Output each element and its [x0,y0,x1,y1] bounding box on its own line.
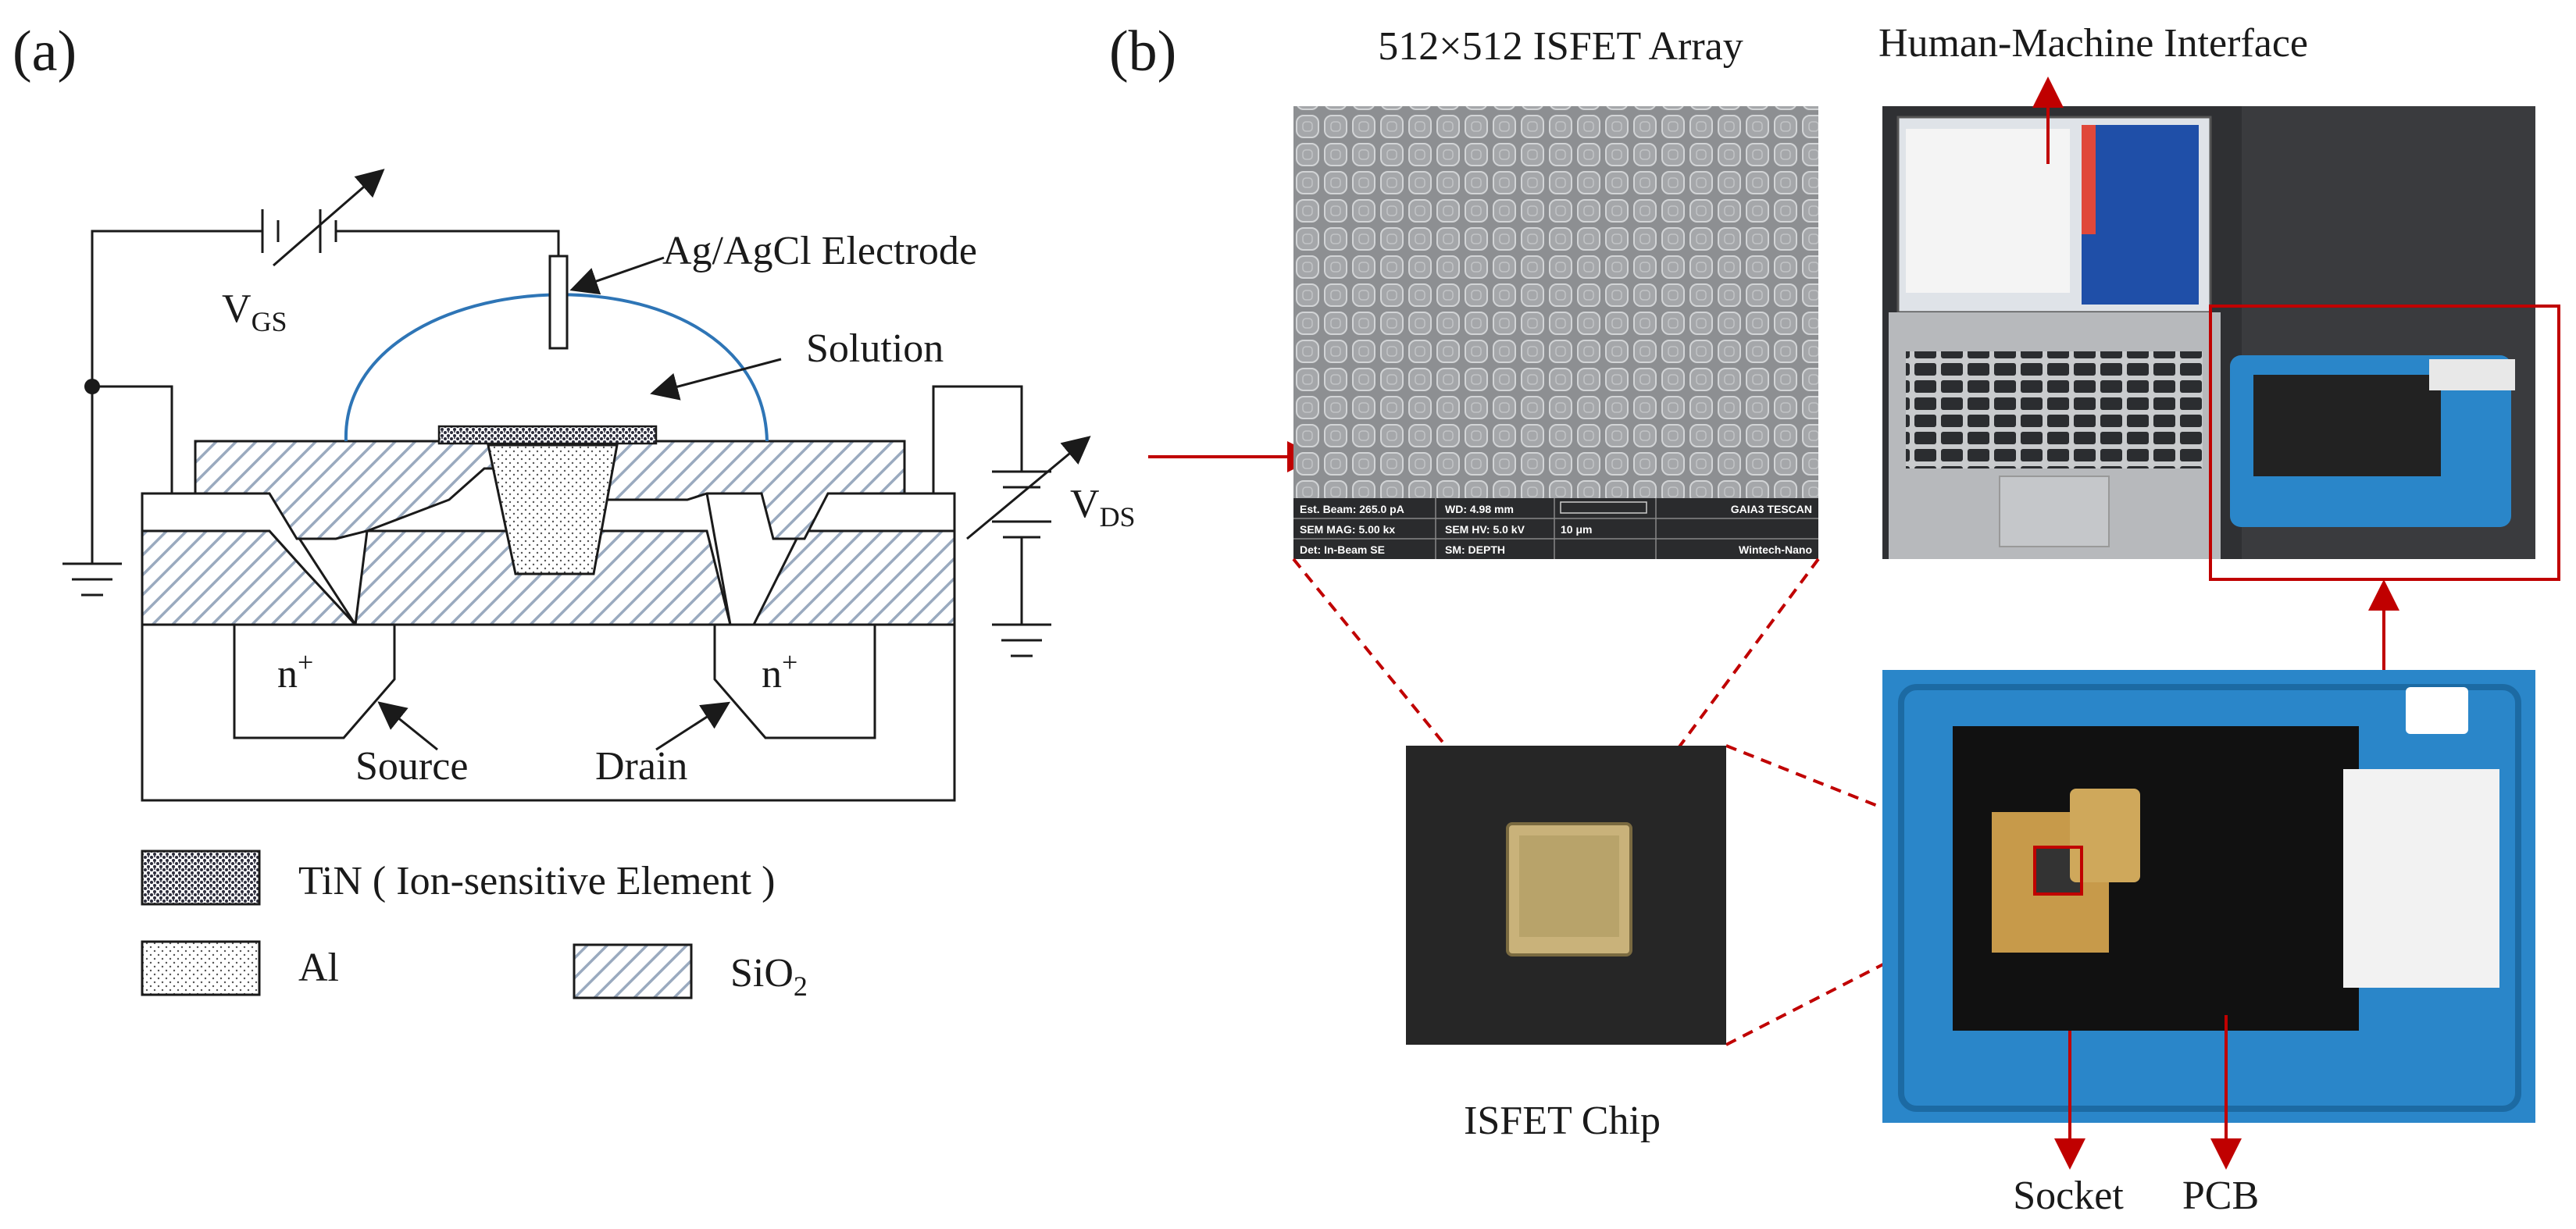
chip-label: ISFET Chip [1464,1099,1661,1143]
ground-node [84,379,100,394]
vgs-label: VGS [222,287,287,337]
drain-label: Drain [595,744,687,789]
sem-mode: SM: DEPTH [1445,543,1505,556]
legend-sio2-swatch [573,943,693,999]
sem-det: Det: In-Beam SE [1300,543,1385,556]
socket-highlight-box [2033,846,2083,896]
legend-al-swatch [141,940,261,996]
legend-tin-label: TiN ( Ion-sensitive Element ) [298,859,775,903]
sem-scale: 10 μm [1561,523,1592,536]
panel-b: (b) 512×512 ISFET Array Human-Machine In… [1109,20,2560,1218]
solution-arrow [650,358,782,401]
legend-al-label: Al [298,946,339,990]
sem-beam: Est. Beam: 265.0 pA [1300,503,1404,515]
sem-wd: WD: 4.98 mm [1445,503,1514,515]
legend-sio2-label: SiO2 [730,951,808,1002]
panel-a-label: (a) [12,20,77,84]
isfet-chip-photo [1406,746,1726,1045]
agagcl-electrode [548,255,569,350]
sem-tescan: GAIA3 TESCAN [1731,503,1812,515]
drain-n-label: n+ [762,647,797,696]
array-title: 512×512 ISFET Array [1378,24,1743,69]
source-label: Source [355,744,468,789]
sem-hv: SEM HV: 5.0 kV [1445,523,1525,536]
vds-label: VDS [1070,482,1136,533]
solution-label: Solution [806,326,944,371]
electrode-arrow [569,256,665,295]
hmi-title: Human-Machine Interface [1878,21,2308,66]
legend: TiN ( Ion-sensitive Element ) Al SiO2 [141,850,808,1002]
panel-b-label: (b) [1109,20,1176,84]
sem-wintech: Wintech-Nano [1739,543,1812,556]
pcb-photo [1882,670,2535,1123]
panel-a: (a) Ag/AgCl Electrode Solution [12,20,1136,1002]
socket-label: Socket [2013,1174,2124,1218]
source-n-label: n+ [277,647,313,696]
vds-circuit [932,385,1091,657]
legend-tin-swatch [141,850,261,906]
pcb-label: PCB [2182,1174,2259,1218]
tin-film [437,425,658,445]
sem-mag: SEM MAG: 5.00 kx [1300,523,1395,536]
hmi-photo [1882,106,2560,581]
drain-arrow [655,701,731,751]
sem-image: Est. Beam: 265.0 pA WD: 4.98 mm GAIA3 TE… [1293,106,1818,559]
vgs-circuit [62,169,560,597]
electrode-label: Ag/AgCl Electrode [662,229,977,273]
al-via [487,444,619,575]
source-arrow [377,701,438,751]
